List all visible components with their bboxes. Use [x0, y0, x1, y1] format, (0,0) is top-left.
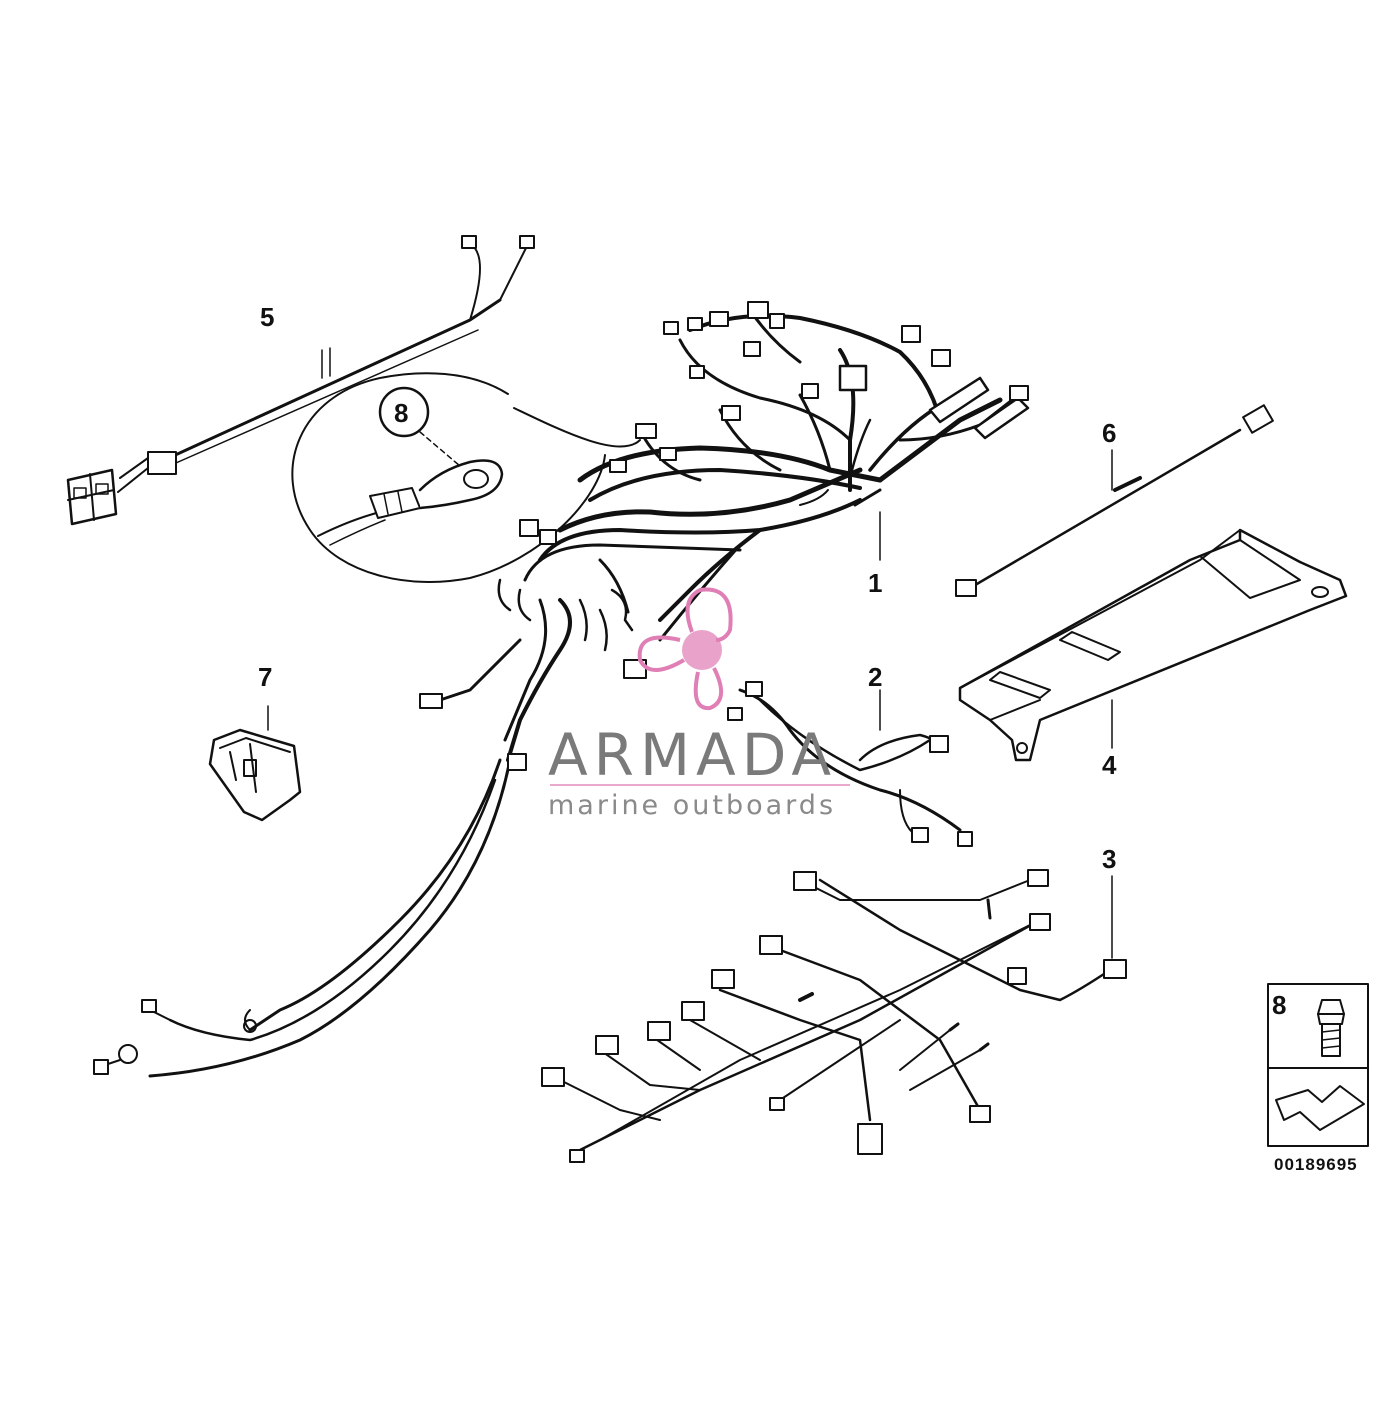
part-5-wire-harness: [66, 235, 535, 526]
part-2-wire-harness: [727, 681, 973, 847]
watermark-rule: [550, 784, 850, 786]
part-1-main-harness: [93, 301, 1030, 1078]
detail-circle-ring-terminal: [291, 372, 641, 583]
diagram-id: 00189695: [1274, 1155, 1358, 1174]
propeller-icon: [637, 587, 733, 711]
watermark-brand: ARMADA: [548, 721, 838, 789]
callout-6: 6: [1102, 418, 1117, 448]
part-6-sensor-lead: [955, 404, 1274, 597]
callout-1: 1: [868, 568, 883, 598]
callout-8-legend: 8: [1272, 990, 1287, 1020]
callout-4: 4: [1102, 750, 1117, 780]
part-7-relay-holder: [208, 705, 302, 822]
watermark-tagline: marine outboards: [548, 790, 837, 821]
callout-2: 2: [868, 662, 883, 692]
part-3-wire-harness: [541, 869, 1127, 1163]
callout-7: 7: [258, 662, 273, 692]
callout-3: 3: [1102, 844, 1117, 874]
part-4-bracket: [958, 528, 1348, 762]
callout-8-detail: 8: [394, 398, 409, 428]
legend-box: [1267, 983, 1369, 1147]
callout-5: 5: [260, 302, 275, 332]
